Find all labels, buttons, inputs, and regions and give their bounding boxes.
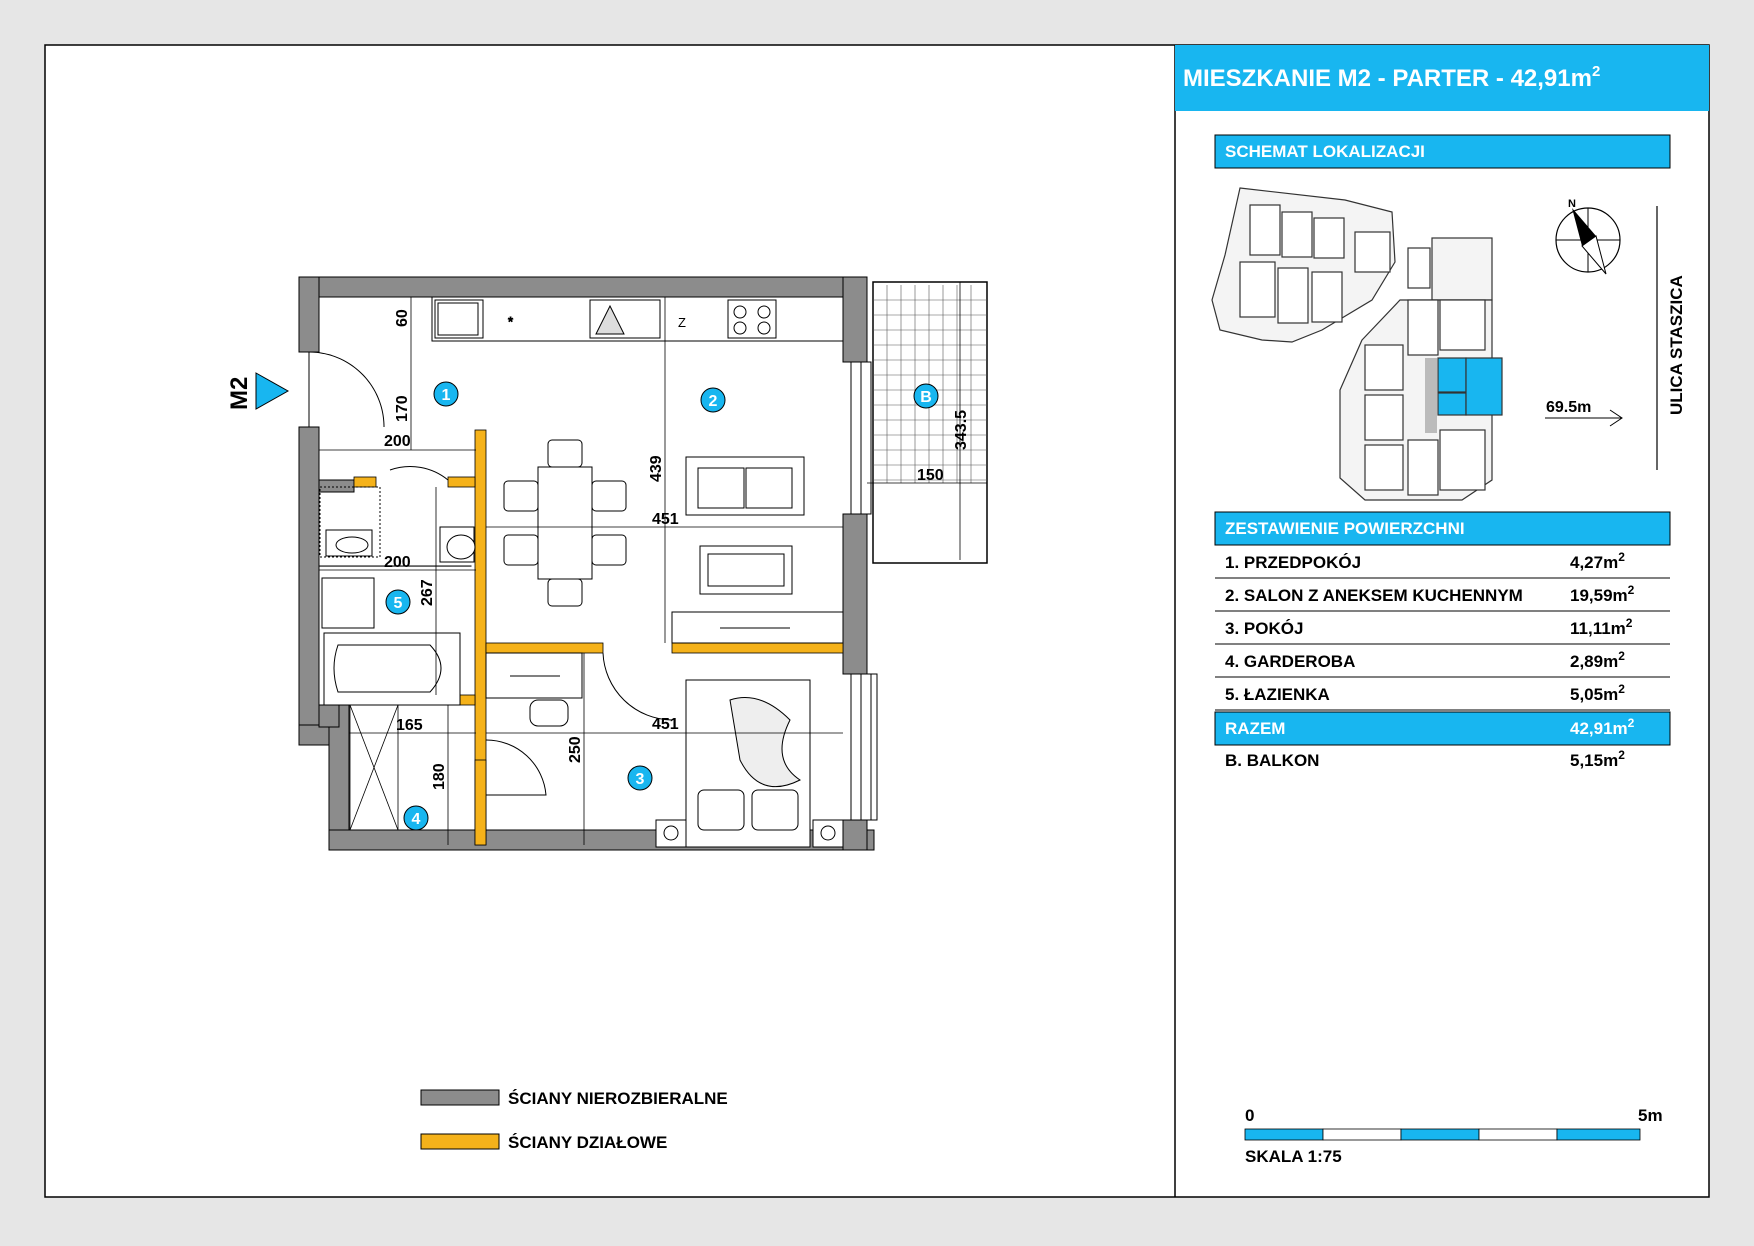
room-marker-2: 2 <box>709 393 718 410</box>
kitchen-counter: * <box>432 297 843 341</box>
legend-bearing-swatch <box>421 1090 499 1105</box>
areas-header-text: ZESTAWIENIE POWIERZCHNI <box>1225 519 1465 538</box>
dim-170: 170 <box>394 395 411 422</box>
area-row-name: 1. PRZEDPOKÓJ <box>1225 553 1361 572</box>
area-row-name: 4. GARDEROBA <box>1225 652 1355 671</box>
legend-partition-label: ŚCIANY DZIAŁOWE <box>508 1133 667 1152</box>
dim-250: 250 <box>567 736 584 763</box>
legend-bearing-label: ŚCIANY NIEROZBIERALNE <box>508 1089 728 1108</box>
fridge-icon: Z <box>678 315 686 330</box>
areas-total-value: 42,91m2 <box>1570 716 1635 738</box>
areas-total-name: RAZEM <box>1225 719 1285 738</box>
room-marker-4: 4 <box>412 811 421 828</box>
area-row-value: 2,89m2 <box>1570 649 1625 671</box>
area-row-value: 19,59m2 <box>1570 583 1635 605</box>
dim-60: 60 <box>394 309 411 327</box>
scale-start: 0 <box>1245 1106 1254 1125</box>
svg-text:*: * <box>508 314 513 329</box>
area-row-value: 4,27m2 <box>1570 550 1625 572</box>
room-marker-1: 1 <box>442 387 451 404</box>
dim-451-living: 451 <box>652 511 679 528</box>
location-header-text: SCHEMAT LOKALIZACJI <box>1225 142 1425 161</box>
room-marker-b: B <box>920 389 932 406</box>
area-row-name: 2. SALON Z ANEKSEM KUCHENNYM <box>1225 586 1523 605</box>
dim-200-bath: 200 <box>384 554 411 571</box>
distance-label: 69.5m <box>1546 399 1591 416</box>
area-row-name: 3. POKÓJ <box>1225 619 1303 638</box>
area-row-value: 5,05m2 <box>1570 682 1625 704</box>
dim-343: 343.5 <box>953 410 970 450</box>
room-marker-5: 5 <box>394 595 403 612</box>
dim-451-room: 451 <box>652 716 679 733</box>
street-label: ULICA STASZICA <box>1667 275 1686 415</box>
area-balcony-value: 5,15m2 <box>1570 748 1625 770</box>
room-marker-3: 3 <box>636 771 645 788</box>
dim-439: 439 <box>648 455 665 482</box>
area-row-name: 5. ŁAZIENKA <box>1225 685 1330 704</box>
scale-label: SKALA 1:75 <box>1245 1147 1342 1166</box>
dim-165: 165 <box>396 717 423 734</box>
area-balcony-name: B. BALKON <box>1225 751 1319 770</box>
dim-200-hall: 200 <box>384 433 411 450</box>
title-text: MIESZKANIE M2 - PARTER - 42,91m2 <box>1183 63 1600 92</box>
dim-150: 150 <box>917 467 944 484</box>
north-label: N <box>1568 198 1576 210</box>
area-row-value: 11,11m2 <box>1570 616 1633 638</box>
dim-267: 267 <box>419 579 436 606</box>
legend-partition-swatch <box>421 1134 499 1149</box>
entrance-label: M2 <box>226 377 253 410</box>
scale-end: 5m <box>1638 1106 1663 1125</box>
drawing-frame <box>45 45 1709 1197</box>
dim-180: 180 <box>431 763 448 790</box>
